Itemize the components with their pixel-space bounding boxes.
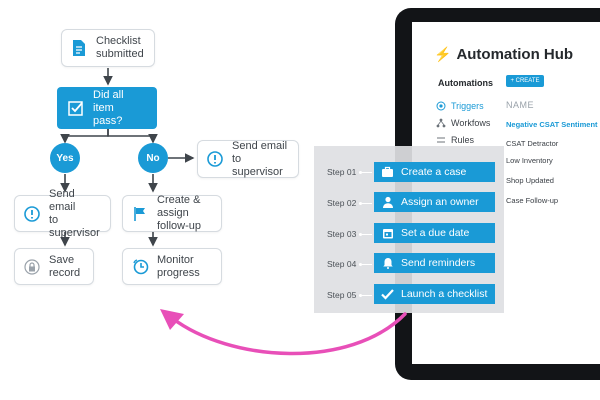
calendar-icon [381, 227, 394, 240]
checklist-check-icon [67, 99, 85, 117]
step-dot [359, 294, 362, 297]
automations-label: Automations [438, 78, 493, 88]
step-dot [359, 263, 362, 266]
checklist-submitted-node: Checklist submitted [61, 29, 155, 67]
send-email-left-label: Send email to supervisor [49, 187, 100, 239]
step-set-due-date-button[interactable]: Set a due date [374, 223, 495, 243]
sidebar-item-workfows[interactable]: Workfows [436, 118, 490, 128]
step-action-label: Assign an owner [401, 196, 479, 208]
step-dot [359, 171, 362, 174]
send-email-supervisor-left-node: Send email to supervisor [14, 188, 111, 239]
user-icon [381, 196, 394, 209]
step-dot [359, 202, 362, 205]
hub-title: ⚡ Automation Hub [434, 46, 573, 63]
step-action-label: Set a due date [401, 227, 470, 239]
step-launch-checklist-button[interactable]: Launch a checklist [374, 284, 495, 304]
flag-icon [131, 205, 149, 223]
decision-node: Did all item pass? [57, 87, 157, 129]
briefcase-icon [381, 166, 394, 179]
step-label: Step 05 [327, 290, 357, 300]
clock-icon [131, 258, 149, 276]
monitor-progress-label: Monitor progress [157, 253, 200, 279]
send-email-supervisor-right-node: Send email to supervisor [197, 140, 299, 178]
step-dot [359, 233, 362, 236]
automation-row[interactable]: CSAT Detractor [506, 139, 559, 148]
monitor-progress-node: Monitor progress [122, 248, 222, 285]
step-action-label: Launch a checklist [401, 288, 488, 300]
step-connector [362, 295, 372, 296]
checklist-submitted-label: Checklist submitted [96, 35, 144, 60]
step-send-reminders-button[interactable]: Send reminders [374, 253, 495, 273]
alert-icon [23, 205, 41, 223]
step-create-case-button[interactable]: Create a case [374, 162, 495, 182]
no-branch: No [138, 143, 168, 173]
sidebar-item-rules[interactable]: Rules [436, 135, 474, 145]
automation-row[interactable]: Low Inventory [506, 156, 553, 165]
step-label: Step 04 [327, 259, 357, 269]
sidebar-item-triggers[interactable]: Triggers [436, 101, 484, 111]
step-connector [362, 234, 372, 235]
step-label: Step 02 [327, 198, 357, 208]
bell-icon [381, 257, 394, 270]
name-column-header: NAME [506, 100, 535, 110]
step-connector [362, 203, 372, 204]
step-connector [362, 264, 372, 265]
step-label: Step 01 [327, 167, 357, 177]
step-action-label: Create a case [401, 166, 467, 178]
yes-branch: Yes [50, 143, 80, 173]
step-label: Step 03 [327, 229, 357, 239]
bolt-icon: ⚡ [434, 46, 452, 62]
decision-label: Did all item pass? [93, 88, 124, 127]
hub-title-text: Automation Hub [456, 46, 574, 63]
automation-row[interactable]: Case Follow-up [506, 196, 559, 205]
lock-icon [23, 258, 41, 276]
step-assign-owner-button[interactable]: Assign an owner [374, 192, 495, 212]
sidebar-item-label: Triggers [451, 101, 484, 111]
save-record-label: Save record [49, 253, 81, 279]
step-connector [362, 172, 372, 173]
automation-row[interactable]: Shop Updated [506, 176, 554, 185]
save-record-node: Save record [14, 248, 94, 285]
document-icon [70, 39, 88, 57]
sidebar-item-label: Workfows [451, 118, 491, 128]
check-icon [381, 288, 394, 301]
sidebar-item-label: Rules [451, 135, 475, 145]
create-assign-followup-node: Create & assign follow-up [122, 194, 222, 232]
send-email-right-label: Send email to supervisor [232, 139, 288, 178]
automation-row[interactable]: Negative CSAT Sentiment [506, 120, 598, 129]
create-button[interactable]: + CREATE [506, 75, 544, 87]
target-icon [436, 101, 446, 111]
network-icon [436, 118, 446, 128]
alert-icon [206, 150, 224, 168]
rules-icon [436, 135, 446, 145]
create-assign-label: Create & assign follow-up [157, 194, 202, 232]
step-action-label: Send reminders [401, 257, 476, 269]
